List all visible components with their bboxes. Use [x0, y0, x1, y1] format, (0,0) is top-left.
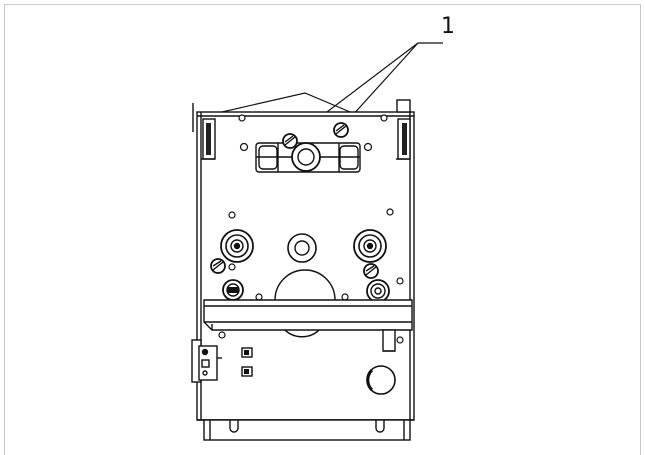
callout-label: 1 — [441, 14, 455, 39]
base-skirt — [197, 419, 414, 441]
top-plug-right — [333, 122, 349, 138]
plug-right-lower — [363, 263, 379, 279]
pipe-stub — [382, 329, 396, 352]
mounting-screws — [218, 114, 404, 344]
fitting-right — [353, 229, 387, 263]
switch-lower — [241, 366, 253, 377]
switch-upper — [241, 347, 253, 358]
corner-bracket-left — [201, 118, 216, 160]
corner-bracket-right — [396, 118, 411, 160]
plug-left-lower — [210, 258, 226, 274]
drain-valve-right — [366, 279, 390, 303]
electrical-panel — [191, 339, 222, 383]
bottom-port — [366, 365, 396, 395]
drain-valve-left — [222, 279, 244, 301]
top-plug-left — [282, 133, 298, 149]
top-manifold — [255, 142, 361, 173]
front-tray — [203, 299, 413, 331]
center-port — [287, 233, 317, 263]
fitting-left — [220, 229, 254, 263]
